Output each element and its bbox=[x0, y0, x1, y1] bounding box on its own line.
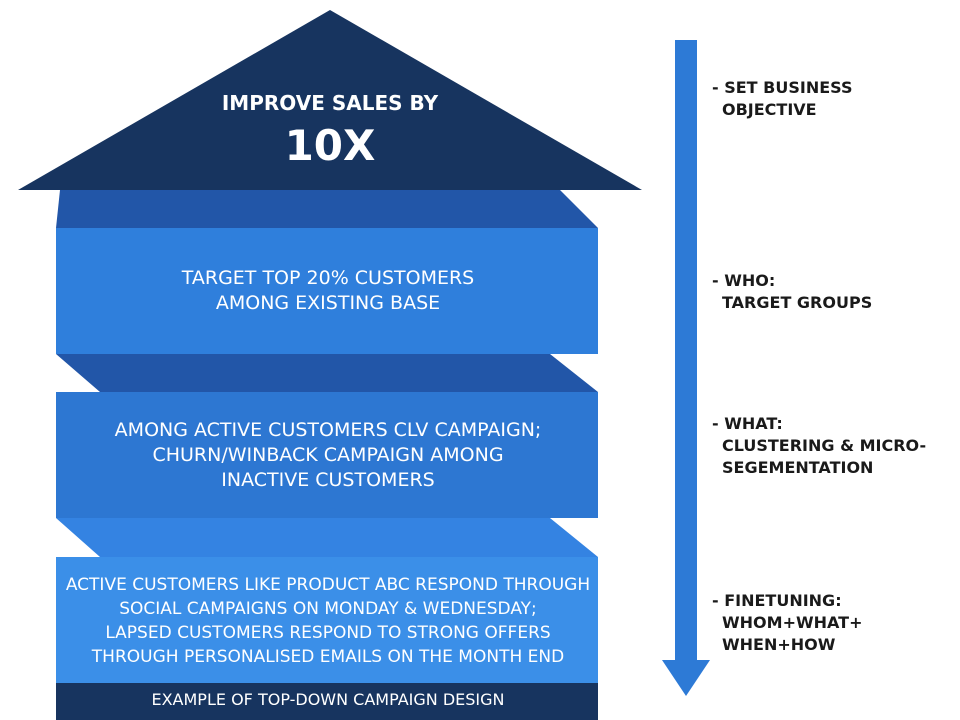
level-finetune-box bbox=[56, 557, 598, 683]
caption-text: EXAMPLE OF TOP-DOWN CAMPAIGN DESIGN bbox=[151, 690, 505, 709]
target-line-1: TARGET TOP 20% CUSTOMERS bbox=[181, 267, 475, 289]
step-who-line-1: - WHO: bbox=[712, 271, 776, 290]
step-objective-line-1: - SET BUSINESS bbox=[712, 78, 853, 97]
step-finetuning-line-3: WHEN+HOW bbox=[722, 635, 836, 654]
step-who-line-2: TARGET GROUPS bbox=[722, 293, 873, 312]
step-who: - WHO: TARGET GROUPS bbox=[712, 270, 872, 314]
step-objective: - SET BUSINESS OBJECTIVE bbox=[712, 77, 852, 121]
fold-2 bbox=[56, 354, 598, 392]
finetune-line-2: SOCIAL CAMPAIGNS ON MONDAY & WEDNESDAY; bbox=[119, 599, 537, 619]
campaign-text: AMONG ACTIVE CUSTOMERS CLV CAMPAIGN; CHU… bbox=[60, 418, 596, 493]
step-finetuning: - FINETUNING: WHOM+WHAT+ WHEN+HOW bbox=[712, 590, 862, 656]
objective-triangle bbox=[18, 10, 642, 190]
objective-value: 10X bbox=[284, 121, 376, 170]
finetune-line-4: THROUGH PERSONALISED EMAILS ON THE MONTH… bbox=[91, 647, 565, 667]
step-what: - WHAT: CLUSTERING & MICRO- SEGEMENTATIO… bbox=[712, 413, 926, 479]
step-finetuning-line-1: - FINETUNING: bbox=[712, 591, 842, 610]
step-what-line-2: CLUSTERING & MICRO- bbox=[722, 436, 927, 455]
campaign-line-2: CHURN/WINBACK CAMPAIGN AMONG bbox=[152, 444, 504, 466]
process-arrow-head bbox=[662, 660, 710, 696]
objective-title: IMPROVE SALES BY bbox=[221, 91, 439, 115]
step-what-line-3: SEGEMENTATION bbox=[722, 458, 874, 477]
step-what-line-1: - WHAT: bbox=[712, 414, 783, 433]
finetune-line-1: ACTIVE CUSTOMERS LIKE PRODUCT ABC RESPON… bbox=[65, 575, 591, 595]
target-text: TARGET TOP 20% CUSTOMERS AMONG EXISTING … bbox=[60, 266, 596, 316]
finetune-line-3: LAPSED CUSTOMERS RESPOND TO STRONG OFFER… bbox=[105, 623, 551, 643]
process-arrow-shaft bbox=[675, 40, 697, 662]
caption-bar bbox=[56, 683, 598, 720]
finetune-text: ACTIVE CUSTOMERS LIKE PRODUCT ABC RESPON… bbox=[60, 573, 596, 669]
step-objective-line-2: OBJECTIVE bbox=[722, 100, 817, 119]
fold-3 bbox=[56, 518, 598, 557]
campaign-line-3: INACTIVE CUSTOMERS bbox=[221, 469, 435, 491]
level-target-box bbox=[56, 228, 598, 354]
step-finetuning-line-2: WHOM+WHAT+ bbox=[722, 613, 863, 632]
level-campaign-box bbox=[56, 392, 598, 518]
fold-1 bbox=[56, 190, 598, 228]
target-line-2: AMONG EXISTING BASE bbox=[215, 292, 441, 314]
campaign-line-1: AMONG ACTIVE CUSTOMERS CLV CAMPAIGN; bbox=[114, 419, 542, 441]
